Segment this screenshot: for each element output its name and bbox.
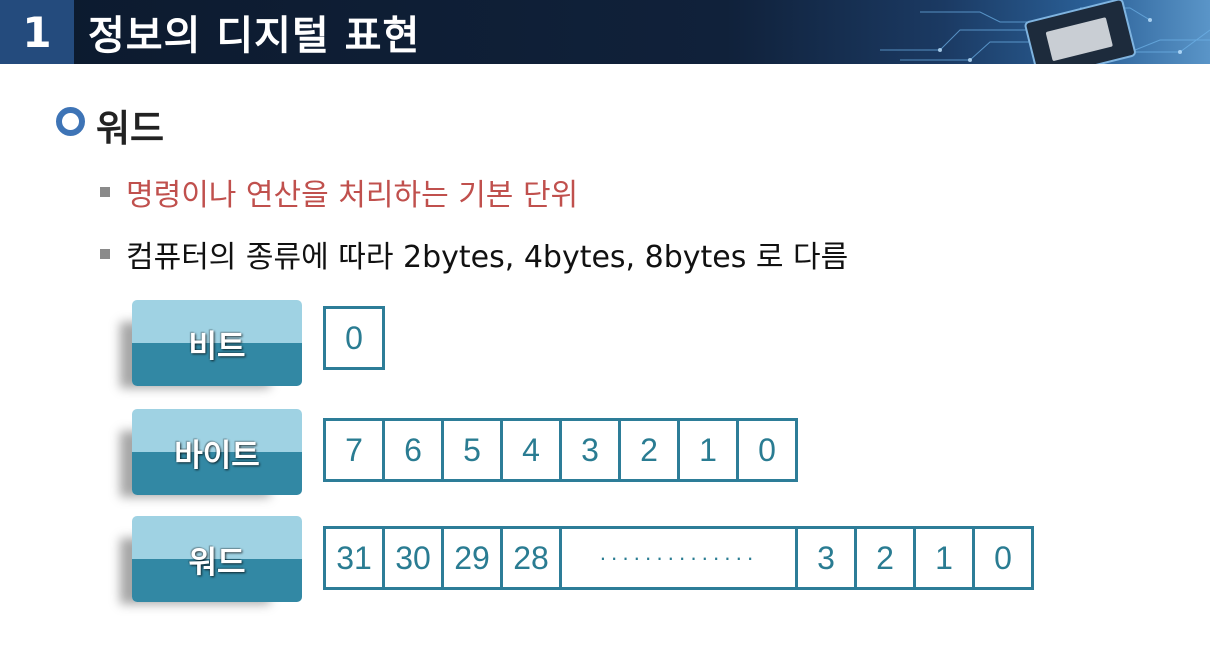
bullet-item: 컴퓨터의 종류에 따라 2bytes, 4bytes, 8bytes 로 다름 bbox=[100, 232, 848, 276]
bullet-text: 명령이나 연산을 처리하는 기본 단위 bbox=[126, 178, 579, 213]
square-bullet-icon bbox=[100, 187, 110, 197]
bit-cell: 5 bbox=[444, 421, 503, 479]
bit-label: 비트 bbox=[132, 300, 302, 386]
ellipsis-cell: ·············· bbox=[562, 529, 798, 587]
slide-header: 1 정보의 디지털 표현 bbox=[0, 0, 1210, 64]
word-label: 워드 bbox=[132, 516, 302, 602]
bit-cell: 31 bbox=[326, 529, 385, 587]
section-number: 1 bbox=[0, 0, 74, 64]
label-text: 바이트 bbox=[174, 437, 260, 474]
label-text: 워드 bbox=[188, 544, 246, 581]
slide-title: 정보의 디지털 표현 bbox=[88, 13, 421, 59]
bit-cell: 0 bbox=[994, 539, 1012, 576]
byte-cells: 7 6 5 4 3 2 1 0 bbox=[323, 418, 798, 482]
bit-cell: 3 bbox=[562, 421, 621, 479]
bit-cell: 0 bbox=[758, 431, 776, 468]
section-title: 워드 bbox=[96, 107, 165, 150]
word-cells: 31 30 29 28 ·············· 3 2 1 0 bbox=[323, 526, 1034, 590]
bit-cells: 0 bbox=[323, 306, 385, 370]
bit-cell: 1 bbox=[680, 421, 739, 479]
bit-cell: 4 bbox=[503, 421, 562, 479]
square-bullet-icon bbox=[100, 249, 110, 259]
circuit-chip-icon bbox=[880, 0, 1210, 64]
bit-cell: 6 bbox=[385, 421, 444, 479]
bit-cell: 30 bbox=[385, 529, 444, 587]
bit-cell: 7 bbox=[326, 421, 385, 479]
byte-label: 바이트 bbox=[132, 409, 302, 495]
ring-bullet-icon bbox=[56, 107, 85, 136]
bit-cell: 29 bbox=[444, 529, 503, 587]
bit-cell: 2 bbox=[857, 529, 916, 587]
bullet-item: 명령이나 연산을 처리하는 기본 단위 bbox=[100, 170, 578, 214]
bit-cell: 0 bbox=[345, 319, 363, 356]
label-text: 비트 bbox=[188, 328, 246, 365]
bit-cell: 28 bbox=[503, 529, 562, 587]
bit-cell: 2 bbox=[621, 421, 680, 479]
bit-cell: 1 bbox=[916, 529, 975, 587]
bullet-text: 컴퓨터의 종류에 따라 2bytes, 4bytes, 8bytes 로 다름 bbox=[126, 240, 849, 275]
bit-cell: 3 bbox=[798, 529, 857, 587]
